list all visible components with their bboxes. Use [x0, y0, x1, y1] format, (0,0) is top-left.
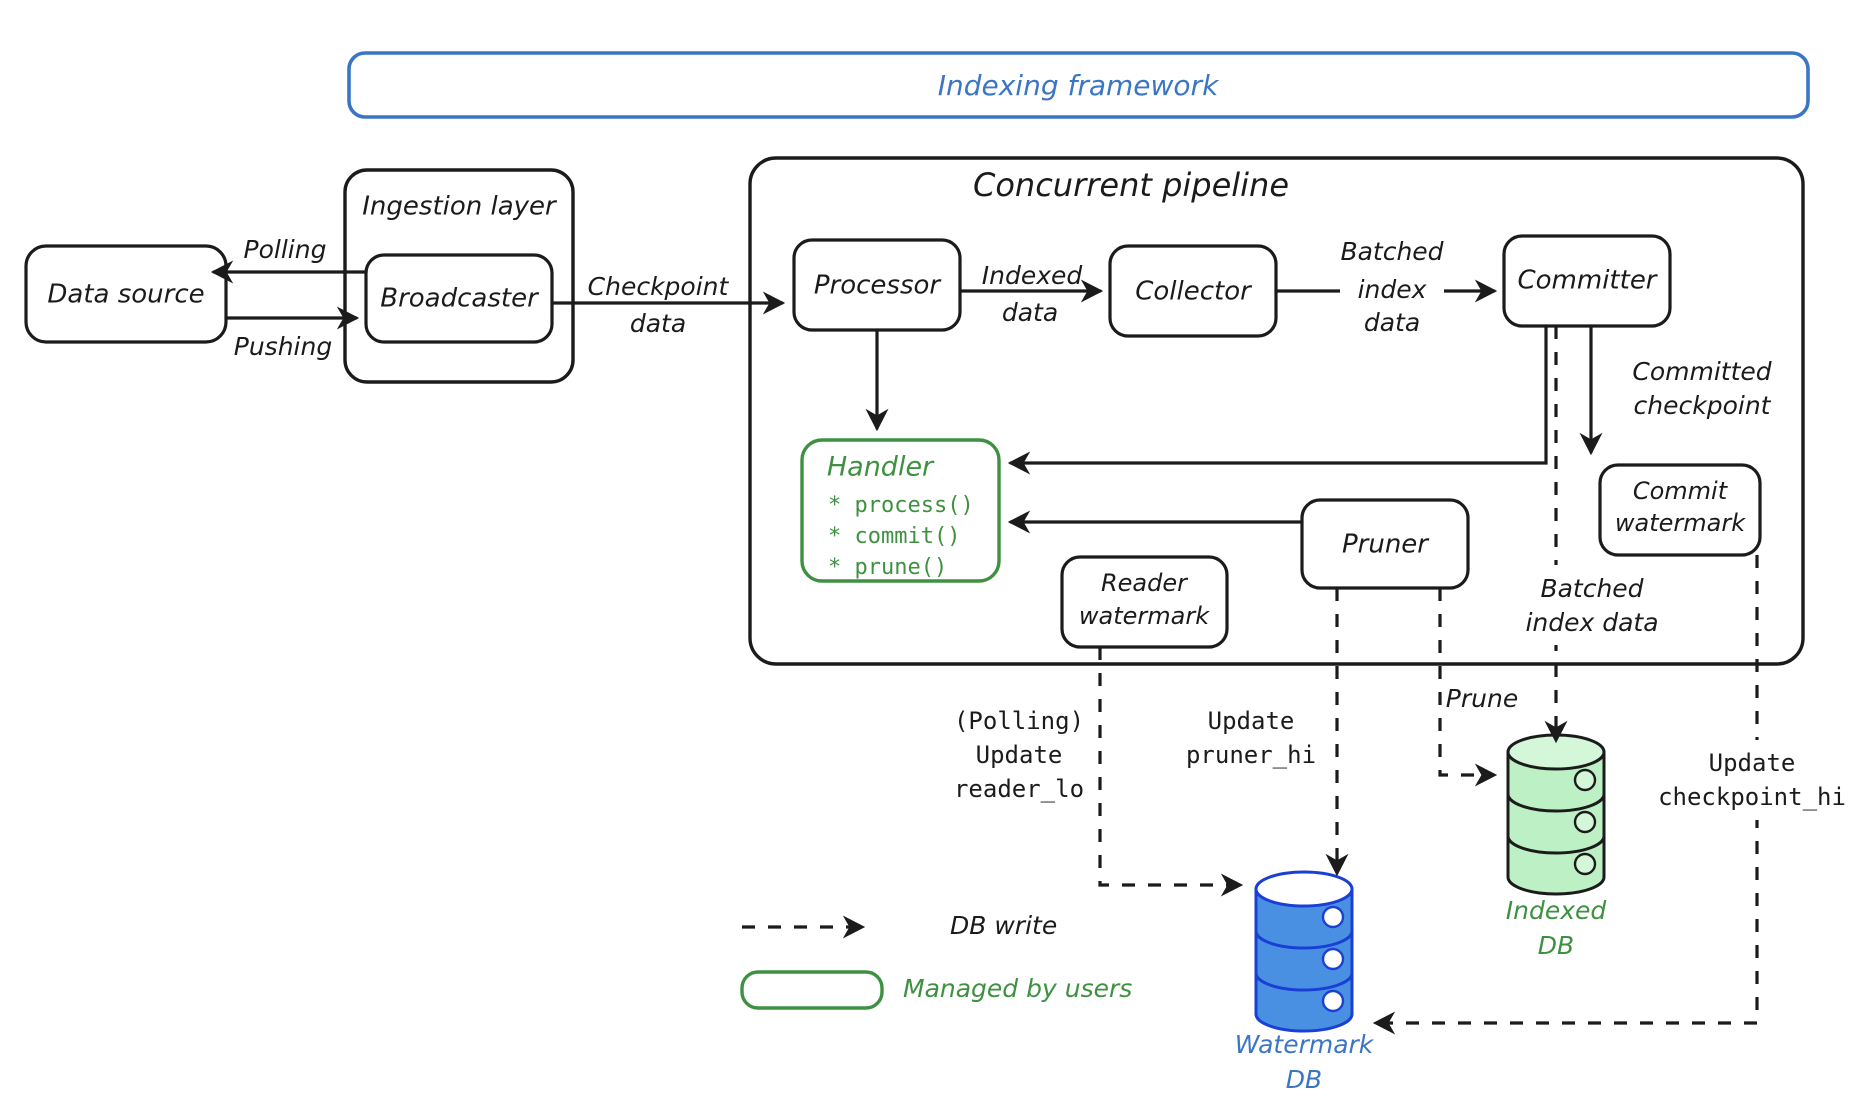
- collector-label: Collector: [1135, 277, 1253, 307]
- edge-label-update-checkpoint-backdrop: [1642, 740, 1858, 820]
- edge-label-batched-index-line1: Batched: [1340, 237, 1443, 266]
- ingestion-layer-border: [343, 168, 575, 384]
- legend-label-managed-by-users: Managed by users: [903, 974, 1132, 1003]
- node-handler[interactable]: Handler * process() * commit() * prune(): [800, 438, 1001, 583]
- edge-label-batched-index-line2: index: [1358, 275, 1427, 304]
- watermark-db-dot2: [1321, 947, 1345, 971]
- edge-label-prune: Prune: [1446, 684, 1518, 713]
- node-processor[interactable]: Processor: [792, 238, 962, 332]
- node-collector[interactable]: Collector: [1108, 244, 1278, 338]
- node-broadcaster[interactable]: Broadcaster: [364, 253, 554, 344]
- watermark-db-dot1: [1321, 905, 1345, 929]
- handler-method-process: * process(): [828, 493, 974, 518]
- reader-watermark-label-line1: Reader: [1101, 569, 1189, 597]
- indexed-db-dot2: [1573, 810, 1597, 834]
- watermark-db-band1: [1254, 930, 1354, 950]
- broadcaster-label: Broadcaster: [380, 284, 540, 314]
- legend-label-db-write: DB write: [950, 911, 1057, 940]
- processor-label: Processor: [814, 271, 943, 301]
- indexed-db-dot3: [1573, 852, 1597, 876]
- node-commit-watermark[interactable]: Commit watermark: [1598, 463, 1762, 557]
- edge-label-checkpoint-data-line2: data: [630, 309, 686, 338]
- handler-box[interactable]: [800, 438, 1001, 583]
- pruner-box[interactable]: [1300, 498, 1470, 590]
- edge-label-committed-checkpoint-line2: checkpoint: [1634, 391, 1772, 420]
- handler-method-commit: * commit(): [828, 524, 960, 549]
- node-data-source[interactable]: Data source: [24, 244, 228, 344]
- edge-label-update-pruner-line2: pruner_hi: [1186, 741, 1316, 769]
- indexed-db-dot1: [1573, 768, 1597, 792]
- edge-label-batched-index-db-backdrop: [1492, 565, 1692, 645]
- committer-label: Committer: [1517, 266, 1658, 296]
- edge-label-batched-index-db-line1: Batched: [1540, 574, 1643, 603]
- commit-watermark-label-line2: watermark: [1615, 509, 1746, 537]
- edge-label-polling: Polling: [244, 235, 327, 264]
- edge-committer-to-handler: [1007, 324, 1548, 475]
- watermark-db-label-line1: Watermark: [1235, 1030, 1375, 1059]
- legend-item-managed-by-users: Managed by users: [740, 970, 1132, 1010]
- node-pruner[interactable]: Pruner: [1300, 498, 1470, 590]
- reader-watermark-label-line2: watermark: [1079, 602, 1210, 630]
- handler-title: Handler: [827, 452, 935, 483]
- edge-label-batched-index-db-line2: index data: [1525, 608, 1658, 637]
- edge-update-checkpoint-hi: [1372, 555, 1759, 1035]
- indexed-db[interactable]: Indexed DB: [1506, 733, 1607, 960]
- indexed-db-top: [1506, 733, 1606, 771]
- edge-label-polling-update-line3: reader_lo: [954, 775, 1084, 803]
- concurrent-pipeline-group: Concurrent pipeline: [748, 156, 1805, 666]
- watermark-db[interactable]: Watermark DB: [1235, 870, 1375, 1094]
- watermark-db-label-line2: DB: [1286, 1065, 1322, 1094]
- broadcaster-box[interactable]: [364, 253, 554, 344]
- watermark-db-band2: [1254, 972, 1354, 992]
- legend-green-rect-icon: [740, 970, 884, 1010]
- edge-label-batched-index-backdrop: [1340, 272, 1444, 312]
- edge-label-checkpoint-data-line1: Checkpoint: [588, 272, 730, 301]
- ingestion-layer-label: Ingestion layer: [362, 192, 558, 222]
- commit-watermark-label-line1: Commit: [1633, 477, 1729, 505]
- indexed-db-label-line2: DB: [1538, 931, 1574, 960]
- ingestion-layer-group: Ingestion layer: [343, 168, 575, 384]
- data-source-box[interactable]: [24, 244, 228, 344]
- edge-label-polling-update-line2: Update: [976, 741, 1063, 769]
- node-reader-watermark[interactable]: Reader watermark: [1060, 555, 1229, 649]
- reader-watermark-box[interactable]: [1060, 555, 1229, 649]
- concurrent-pipeline-border: [748, 156, 1805, 666]
- indexing-framework-border: [347, 51, 1810, 119]
- legend: DB write Managed by users: [740, 911, 1132, 1010]
- indexed-db-band2: [1506, 835, 1606, 855]
- watermark-db-dot3: [1321, 989, 1345, 1013]
- edge-label-polling-update-line1: (Polling): [954, 707, 1084, 735]
- edge-label-batched-index-line3: data: [1364, 308, 1420, 337]
- indexed-db-label-line1: Indexed: [1506, 896, 1607, 925]
- edge-label-update-checkpoint-line2: checkpoint_hi: [1658, 783, 1846, 811]
- edge-label-pushing: Pushing: [234, 332, 332, 361]
- legend-item-db-write: DB write: [742, 911, 1057, 940]
- edge-update-reader-lo: [1098, 647, 1244, 897]
- edge-label-update-checkpoint-line1: Update: [1709, 749, 1796, 777]
- indexed-db-band1: [1506, 793, 1606, 813]
- indexing-framework-frame: Indexing framework: [347, 51, 1810, 119]
- edge-label-indexed-data-line2: data: [1002, 298, 1058, 327]
- concurrent-pipeline-label: Concurrent pipeline: [973, 166, 1289, 204]
- commit-watermark-box[interactable]: [1598, 463, 1762, 557]
- node-committer[interactable]: Committer: [1502, 234, 1672, 328]
- committer-box[interactable]: [1502, 234, 1672, 328]
- data-source-label: Data source: [47, 280, 204, 310]
- handler-method-prune: * prune(): [828, 555, 947, 580]
- edge-prune: [1438, 588, 1498, 787]
- edge-label-indexed-data-line1: Indexed: [982, 261, 1083, 290]
- watermark-db-top: [1254, 870, 1354, 908]
- indexing-framework-title: Indexing framework: [938, 69, 1220, 102]
- edge-label-committed-checkpoint-line1: Committed: [1632, 357, 1771, 386]
- edge-label-update-pruner-line1: Update: [1208, 707, 1295, 735]
- pruner-label: Pruner: [1342, 530, 1430, 560]
